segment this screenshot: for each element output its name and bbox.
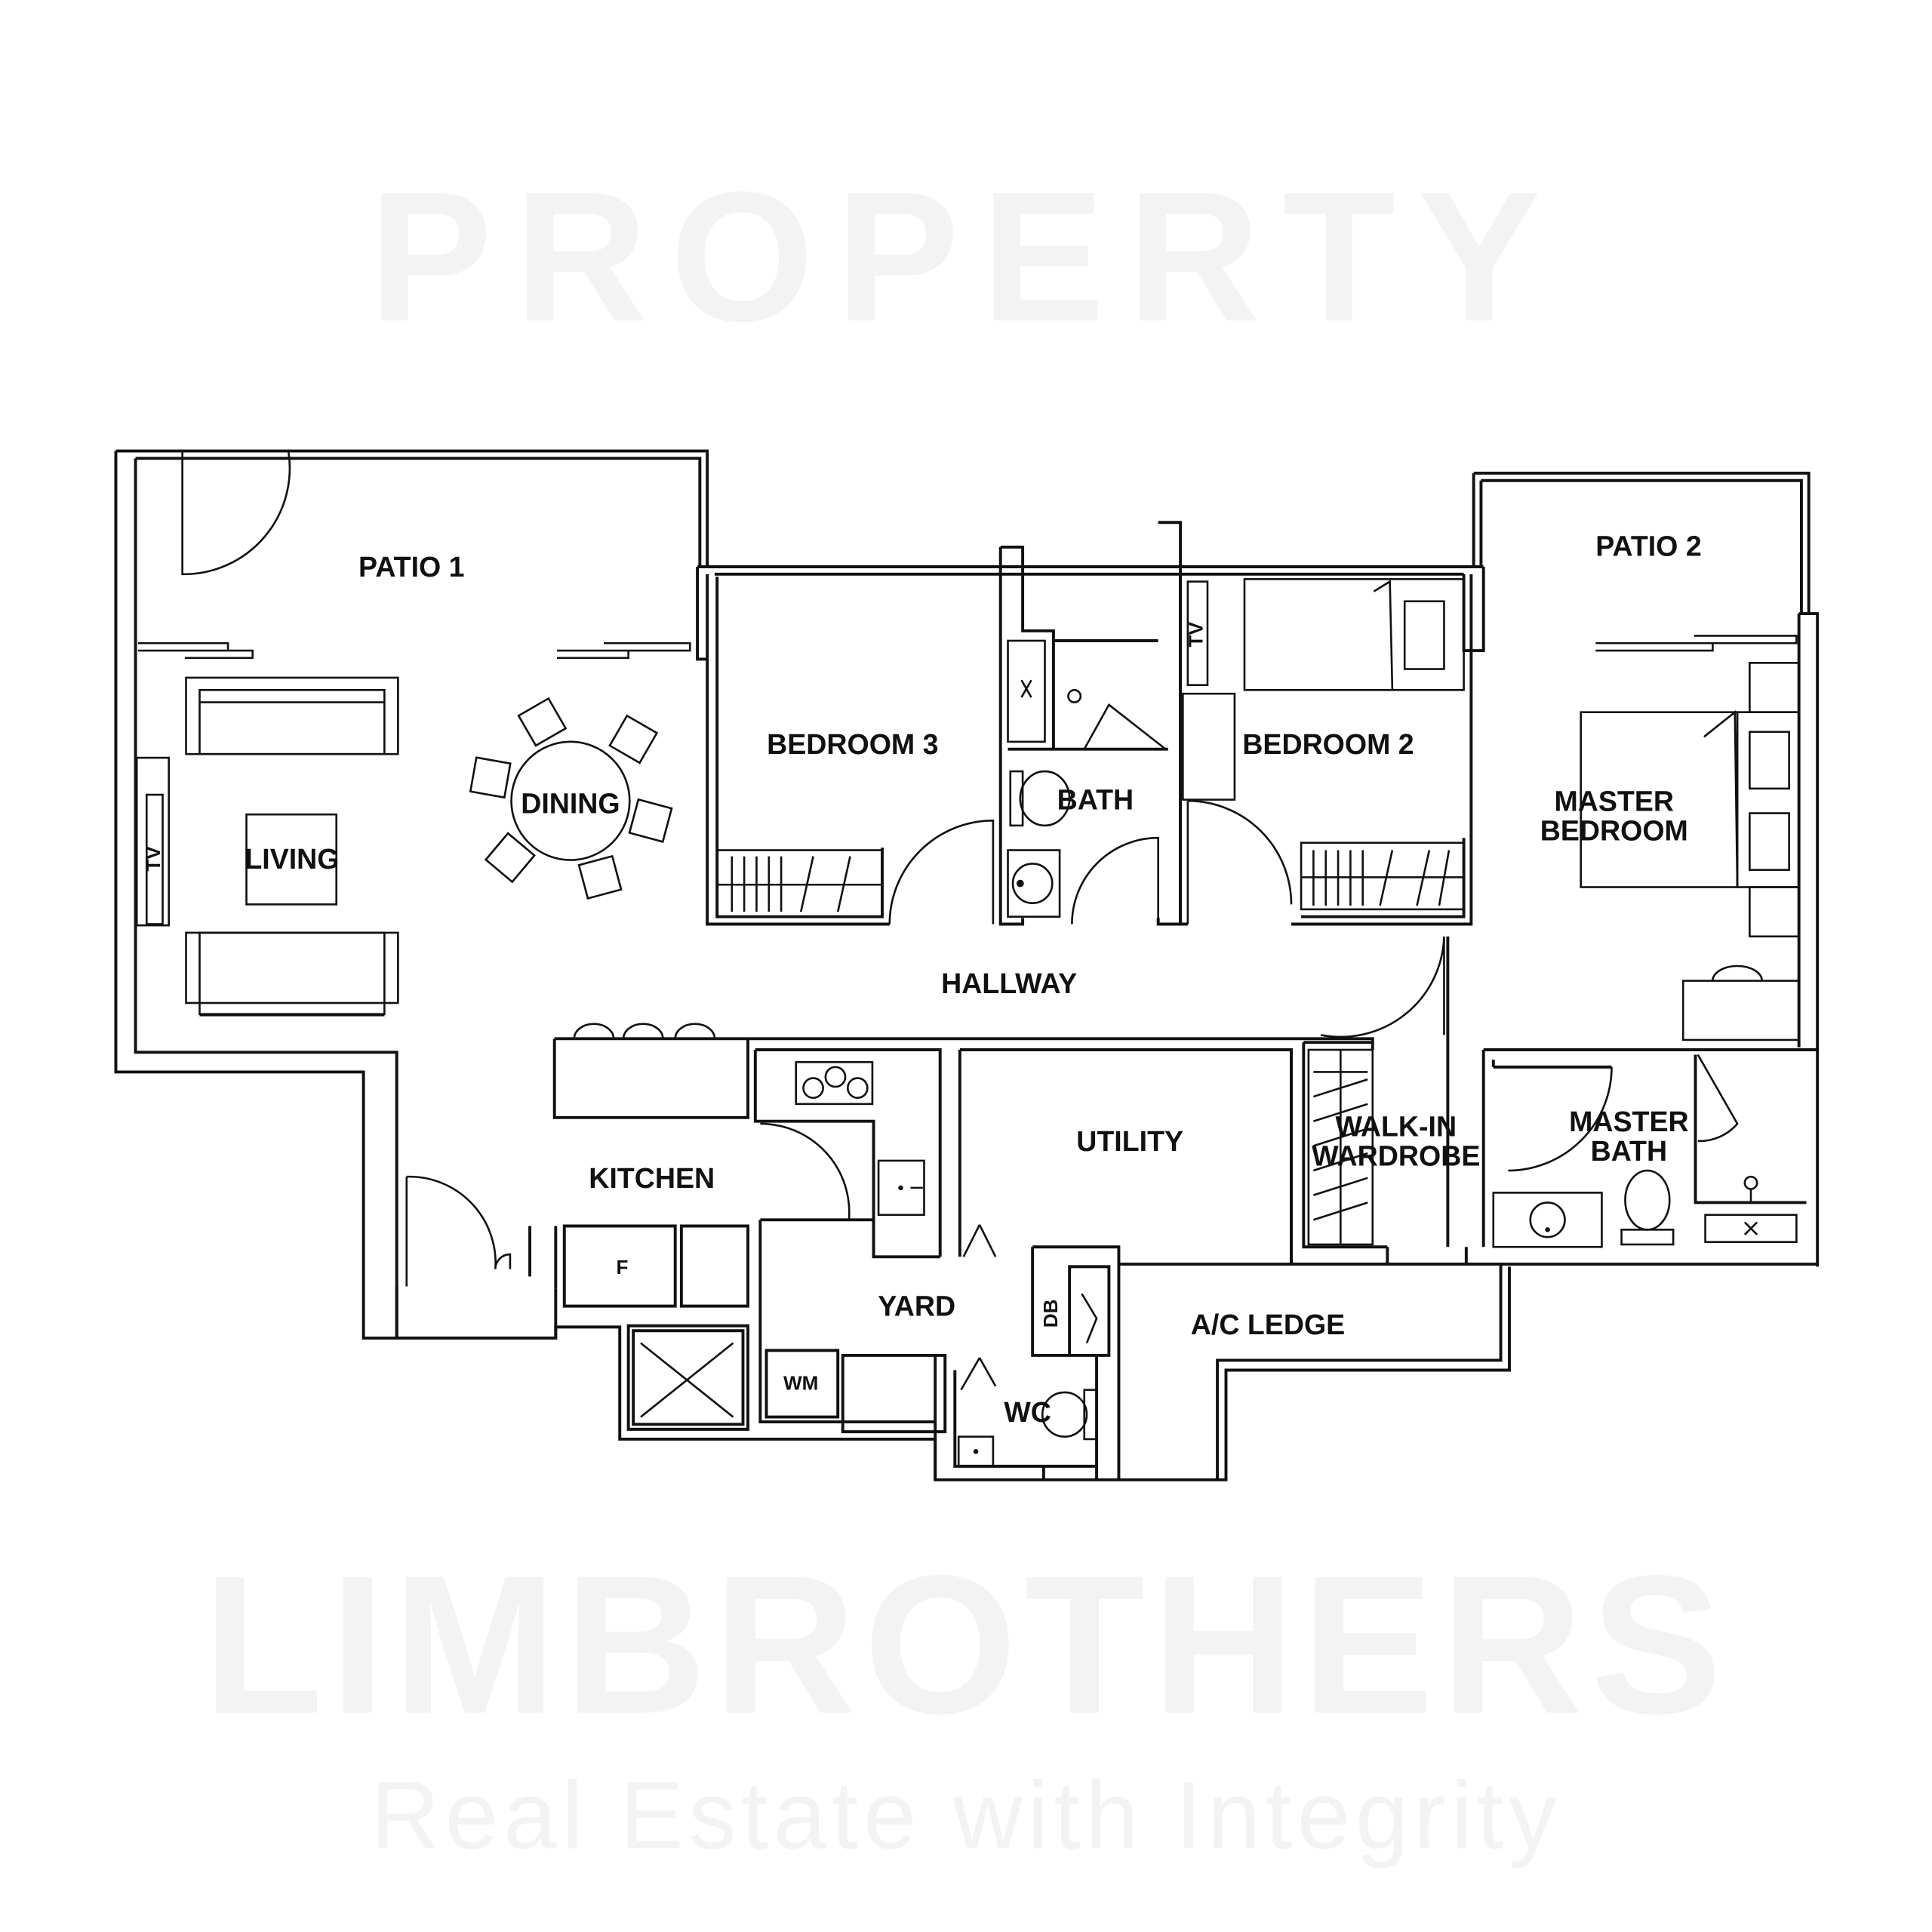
label-master-bath-2: BATH bbox=[1591, 1135, 1668, 1167]
hallway-stools bbox=[573, 1023, 716, 1039]
label-bedroom3: BEDROOM 3 bbox=[767, 728, 938, 760]
bedside-table-top bbox=[1749, 662, 1800, 713]
label-patio2: PATIO 2 bbox=[1595, 530, 1701, 561]
label-living: LIVING bbox=[245, 843, 339, 875]
vanity-master bbox=[1681, 964, 1800, 1041]
watermark-tagline: Real Estate with Integrity bbox=[371, 1761, 1561, 1869]
label-patio1: PATIO 1 bbox=[358, 551, 464, 583]
label-bedroom2: BEDROOM 2 bbox=[1242, 728, 1414, 760]
doors bbox=[137, 451, 1798, 1391]
wc-shower bbox=[1081, 1293, 1098, 1344]
watermark: PROPERTY LIMBROTHERS Real Estate with In… bbox=[202, 152, 1729, 1869]
room-labels: PATIO 1 PATIO 2 BEDROOM 3 BATH BEDROOM 2… bbox=[245, 530, 1701, 1428]
label-master-bedroom-1: MASTER bbox=[1555, 785, 1675, 817]
main-door[interactable] bbox=[405, 1175, 512, 1287]
db-label: DB bbox=[1039, 1300, 1062, 1328]
label-walkin-2: WARDROBE bbox=[1312, 1140, 1480, 1171]
wardrobe-bedroom3 bbox=[715, 849, 884, 918]
bedroom2-door[interactable] bbox=[1186, 799, 1293, 924]
yard-drying-area bbox=[640, 1342, 734, 1418]
sink-bath bbox=[1007, 849, 1061, 918]
watermark-line1: PROPERTY bbox=[369, 152, 1563, 359]
desk-bedroom2 bbox=[1182, 692, 1236, 801]
label-utility: UTILITY bbox=[1076, 1125, 1183, 1157]
sink-master-bath bbox=[1492, 1192, 1603, 1248]
dining-table bbox=[510, 740, 631, 861]
tv-bedroom2-label: TV bbox=[1184, 622, 1207, 648]
hallway-door[interactable] bbox=[1320, 936, 1445, 1038]
sofa-bottom bbox=[185, 931, 399, 1017]
label-ac-ledge: A/C LEDGE bbox=[1191, 1309, 1345, 1340]
patio1-sliding-left[interactable] bbox=[137, 641, 254, 660]
walkin-wardrobe-rack bbox=[1307, 1048, 1374, 1246]
bedside-table-bottom bbox=[1749, 886, 1800, 938]
patio1-sliding-right[interactable] bbox=[556, 641, 691, 660]
dining-chairs bbox=[469, 697, 673, 900]
shower-door-bath bbox=[1083, 703, 1167, 750]
label-wc: WC bbox=[1004, 1396, 1051, 1428]
label-bath: BATH bbox=[1057, 784, 1134, 816]
label-master-bedroom-2: BEDROOM bbox=[1540, 814, 1688, 846]
tv-screen bbox=[145, 793, 164, 925]
bedroom3-door[interactable] bbox=[888, 820, 995, 924]
shower-bath bbox=[1007, 639, 1046, 743]
label-yard: YARD bbox=[878, 1291, 955, 1322]
label-kitchen: KITCHEN bbox=[589, 1162, 715, 1194]
toilet-bath bbox=[1009, 770, 1071, 827]
cooktop bbox=[795, 1061, 874, 1106]
shower-door[interactable] bbox=[1697, 1054, 1739, 1143]
tv-console bbox=[135, 756, 170, 927]
master-bath-door[interactable] bbox=[1508, 1066, 1613, 1172]
sofa-top bbox=[185, 676, 399, 755]
sink-wc bbox=[957, 1435, 995, 1468]
label-walkin-1: WALK-IN bbox=[1335, 1110, 1457, 1142]
furniture: TV TV F WM DB bbox=[135, 578, 1800, 1468]
patio2-sliding[interactable] bbox=[1595, 635, 1798, 652]
yard-door[interactable] bbox=[962, 1224, 997, 1257]
toilet-master-bath bbox=[1620, 1169, 1675, 1246]
coffee-table bbox=[245, 813, 338, 906]
washing-machine-label: WM bbox=[783, 1372, 818, 1395]
shower-master-bath bbox=[1704, 1175, 1798, 1244]
toilet-wc bbox=[1041, 1389, 1098, 1441]
bed-bedroom2 bbox=[1243, 578, 1465, 691]
label-master-bath-1: MASTER bbox=[1569, 1106, 1689, 1137]
bath-door[interactable] bbox=[1071, 836, 1159, 924]
label-dining: DINING bbox=[521, 788, 620, 820]
label-hallway: HALLWAY bbox=[941, 968, 1077, 999]
tv-label: TV bbox=[142, 846, 165, 872]
kitchen-yard-door[interactable] bbox=[760, 1122, 851, 1220]
fridge-label: F bbox=[617, 1256, 629, 1278]
wc-door[interactable] bbox=[960, 1357, 997, 1391]
wardrobe-bedroom2 bbox=[1300, 841, 1465, 911]
walls bbox=[114, 449, 1820, 1481]
tv-bedroom2 bbox=[1186, 580, 1209, 687]
shower-head bbox=[1067, 688, 1082, 703]
watermark-line2: LIMBROTHERS bbox=[202, 1535, 1729, 1755]
kitchen-sink bbox=[877, 1159, 925, 1217]
patio1-door[interactable] bbox=[181, 451, 291, 576]
